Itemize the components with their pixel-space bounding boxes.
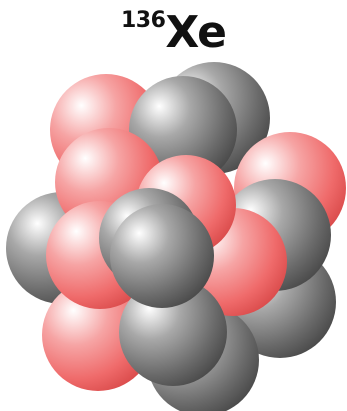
mass-number: 136 <box>120 8 166 33</box>
isotope-label: 136Xe <box>0 0 347 62</box>
particle-group <box>6 62 346 411</box>
element-symbol: Xe <box>165 7 227 58</box>
neutron-sphere <box>110 204 214 308</box>
